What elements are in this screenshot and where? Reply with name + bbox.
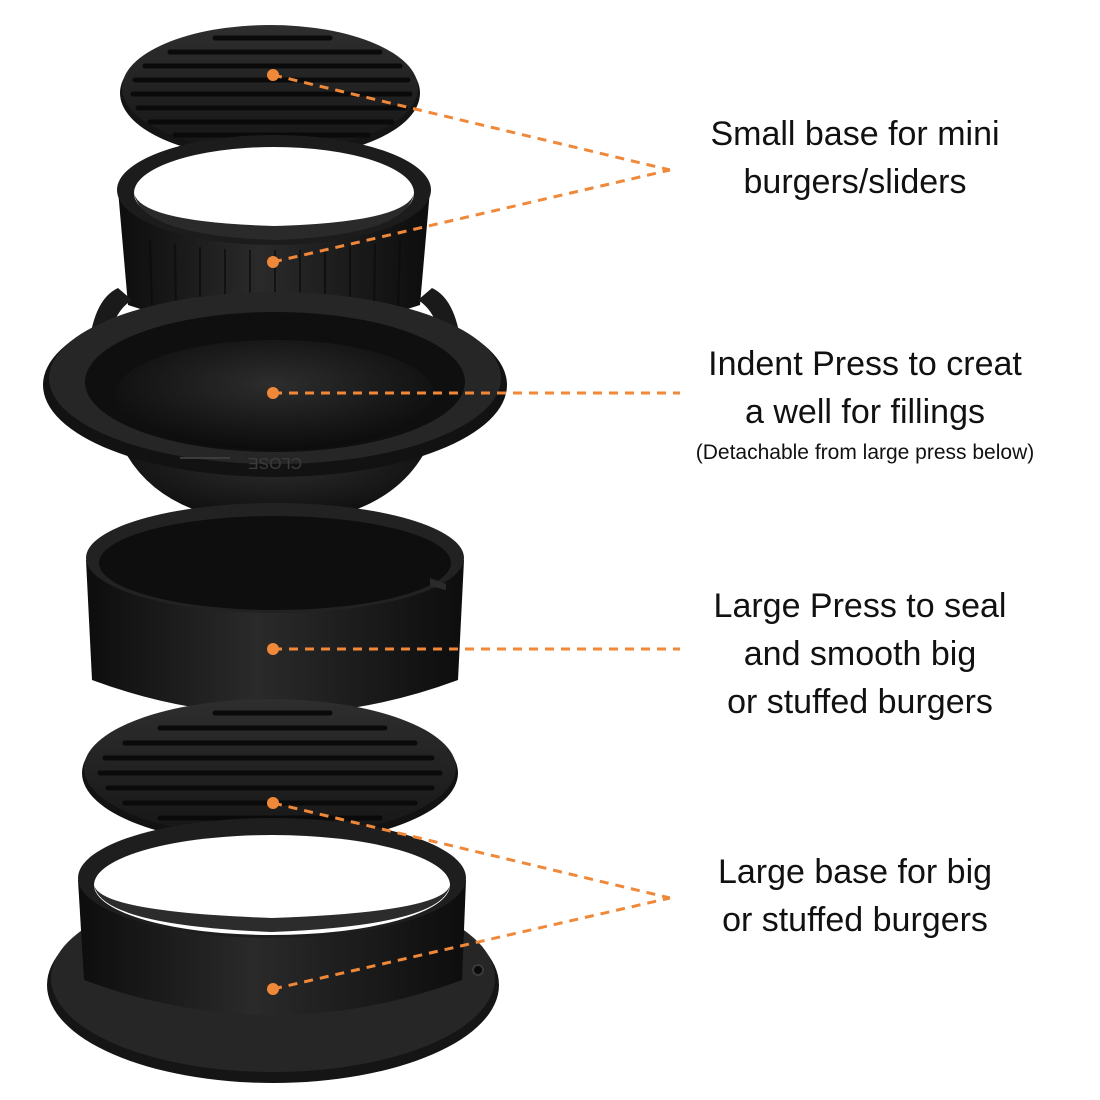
callout-dot-icon: [267, 797, 279, 809]
label-line: Small base for mini: [710, 115, 1000, 153]
label-note: (Detachable from large press below): [695, 441, 1035, 464]
label-line: Large base for big: [717, 853, 993, 891]
label-small-base: Small base for mini burgers/sliders: [680, 110, 1030, 206]
label-indent-press: Indent Press to creat a well for filling…: [660, 340, 1070, 468]
callout-dots: [267, 69, 279, 995]
disc-grooves: [97, 710, 443, 821]
callout-dot-icon: [267, 69, 279, 81]
label-large-base: Large base for big or stuffed burgers: [680, 848, 1030, 944]
leader-large-disc: [272, 801, 671, 900]
label-line: Indent Press to creat: [708, 345, 1022, 383]
label-line: or stuffed burgers: [727, 683, 993, 721]
label-line: burgers/sliders: [743, 163, 967, 201]
leader-small-ring: [272, 168, 671, 264]
disc-grooves: [130, 35, 413, 138]
label-line: or stuffed burgers: [722, 901, 988, 939]
large-base-disc: [82, 699, 458, 845]
label-line: Large Press to seal: [713, 587, 1007, 625]
callout-dot-icon: [267, 643, 279, 655]
leader-lines: [272, 73, 680, 991]
label-line: a well for fillings: [745, 393, 985, 431]
leader-small-disc: [272, 73, 671, 172]
callout-dot-icon: [267, 387, 279, 399]
embossed-close-text: CLOSE: [248, 454, 302, 471]
callout-dot-icon: [267, 983, 279, 995]
indent-press: CLOSE: [43, 288, 507, 524]
flange-hole-icon: [472, 964, 484, 976]
leader-large-base: [272, 896, 671, 991]
large-base: [47, 818, 499, 1083]
large-press: [86, 503, 464, 714]
callout-dot-icon: [267, 256, 279, 268]
label-large-press: Large Press to seal and smooth big or st…: [680, 582, 1040, 726]
small-base-disc: [120, 25, 420, 159]
label-line: and smooth big: [743, 635, 977, 673]
